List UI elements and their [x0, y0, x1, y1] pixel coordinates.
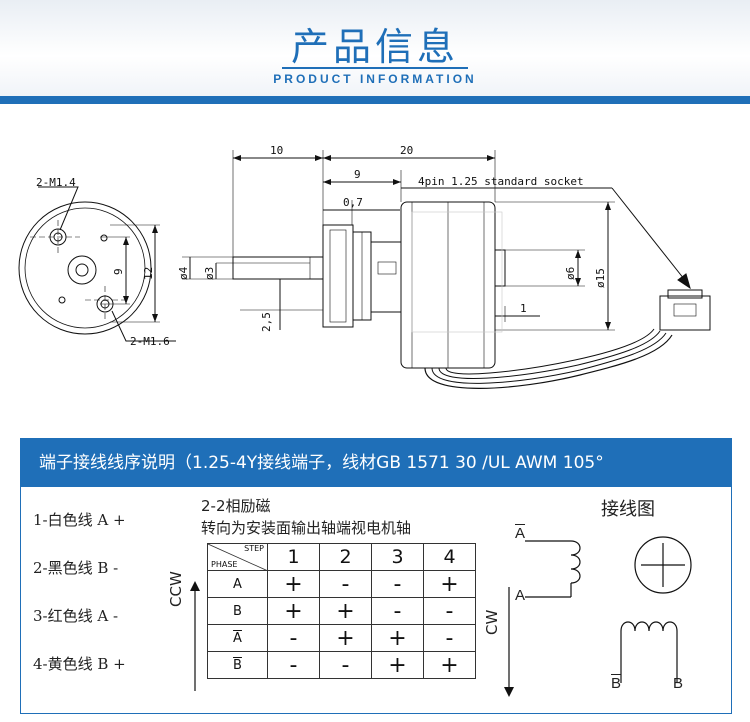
wire-item: 3-红色线 A - — [33, 607, 119, 625]
front-dim-9: 9 — [112, 268, 125, 275]
page-subtitle: PRODUCT INFORMATION — [273, 72, 477, 86]
table-row: B - - + + — [207, 651, 476, 679]
technical-drawing: 2-M1.4 2-M1.6 9 12 10 20 9 0,7 ø4 ø3 2,5… — [0, 130, 750, 420]
phase-cell: A — [207, 570, 268, 598]
side-dim-d6: ø6 — [564, 267, 577, 280]
coil-a-icon — [570, 540, 581, 584]
drawing-svg: 2-M1.4 2-M1.6 9 12 10 20 9 0,7 ø4 ø3 2,5… — [18, 144, 711, 389]
excitation-label: 2-2相励磁 — [201, 497, 271, 515]
ccw-label: CCW — [167, 571, 185, 607]
label-b-bar: B — [611, 675, 622, 692]
wire-list: 1-白色线 A + 2-黑色线 B - 3-红色线 A - 4-黄色线 B + — [33, 509, 183, 701]
phase-header: PHASE — [211, 560, 238, 569]
signal-cell: + — [371, 651, 424, 679]
connector — [659, 295, 711, 331]
label-a: A — [515, 587, 526, 604]
side-dim-10: 10 — [270, 144, 283, 157]
rear-boss — [494, 249, 506, 287]
hole-bottom-label: 2-M1.6 — [130, 335, 170, 348]
cw-label: CW — [483, 609, 501, 635]
header-accent-bar — [0, 96, 750, 104]
phase-cell: A — [207, 624, 268, 652]
direction-note: 转向为安装面输出轴端视电机轴 — [201, 519, 412, 537]
signal-cell: - — [371, 570, 424, 598]
side-dim-d3: ø3 — [203, 267, 216, 280]
step-cell: 2 — [319, 543, 372, 571]
front-center-hole — [75, 263, 89, 277]
signal-cell: + — [423, 651, 476, 679]
label-b: B — [673, 675, 684, 692]
side-dim-07: 0,7 — [343, 196, 363, 209]
header-banner: 产品信息 PRODUCT INFORMATION — [0, 0, 750, 104]
coil-b-icon — [620, 621, 678, 632]
front-inner-circle — [24, 207, 146, 329]
watermark-box — [411, 211, 503, 333]
table-corner-cell: STEP PHASE — [207, 543, 268, 571]
step-cell: 4 — [423, 543, 476, 571]
wire-item: 2-黑色线 B - — [33, 559, 119, 577]
signal-cell: - — [267, 624, 320, 652]
side-dim-d15: ø15 — [594, 268, 607, 288]
signal-cell: - — [319, 651, 372, 679]
wire-item: 4-黄色线 B + — [33, 655, 126, 673]
page-title: 产品信息 — [290, 25, 459, 69]
ccw-arrow-icon — [190, 581, 200, 691]
front-dim-12: 12 — [142, 267, 155, 280]
front-center-boss — [67, 255, 97, 285]
front-outer-circle — [18, 201, 152, 335]
wiring-diagram — [525, 536, 692, 683]
motor-symbol-icon — [634, 536, 692, 594]
signal-cell: + — [267, 570, 320, 598]
side-dim-1: 1 — [520, 302, 527, 315]
signal-cell: + — [319, 597, 372, 625]
hole-top-label: 2-M1.4 — [36, 176, 76, 189]
table-row: A + - - + — [207, 570, 476, 598]
phase-cell: B — [207, 597, 268, 625]
side-dim-20: 20 — [400, 144, 413, 157]
table-row: B + + - - — [207, 597, 476, 625]
phase-cell: B — [207, 651, 268, 679]
wiring-section: 端子接线线序说明（1.25-4Y接线端子，线材GB 1571 30 /UL AW… — [20, 438, 732, 714]
signal-cell: + — [371, 624, 424, 652]
signal-cell: - — [371, 597, 424, 625]
side-dim-9: 9 — [354, 168, 361, 181]
title-underline — [282, 67, 468, 69]
table-row: A - + + - — [207, 624, 476, 652]
shaft — [232, 256, 324, 280]
step-cell: 1 — [267, 543, 320, 571]
wire-item: 1-白色线 A + — [33, 511, 126, 529]
phase-table: STEP PHASE 1 2 3 4 A + - - + B + + - - A… — [207, 543, 476, 679]
signal-cell: + — [423, 570, 476, 598]
signal-cell: - — [319, 570, 372, 598]
cw-arrow-icon — [504, 587, 514, 697]
label-a-bar: A — [515, 525, 526, 542]
side-dim-d4: ø4 — [177, 266, 190, 280]
signal-cell: + — [267, 597, 320, 625]
signal-cell: - — [267, 651, 320, 679]
table-header-row: STEP PHASE 1 2 3 4 — [207, 543, 476, 571]
step-header: STEP — [244, 544, 264, 553]
signal-cell: - — [423, 597, 476, 625]
signal-cell: + — [319, 624, 372, 652]
gearbox — [322, 224, 354, 328]
wiring-header: 端子接线线序说明（1.25-4Y接线端子，线材GB 1571 30 /UL AW… — [21, 439, 731, 487]
side-dim-25: 2,5 — [260, 312, 273, 332]
signal-cell: - — [423, 624, 476, 652]
step-cell: 3 — [371, 543, 424, 571]
wiring-diagram-title: 接线图 — [601, 499, 655, 520]
socket-note: 4pin 1.25 standard socket — [418, 175, 584, 188]
